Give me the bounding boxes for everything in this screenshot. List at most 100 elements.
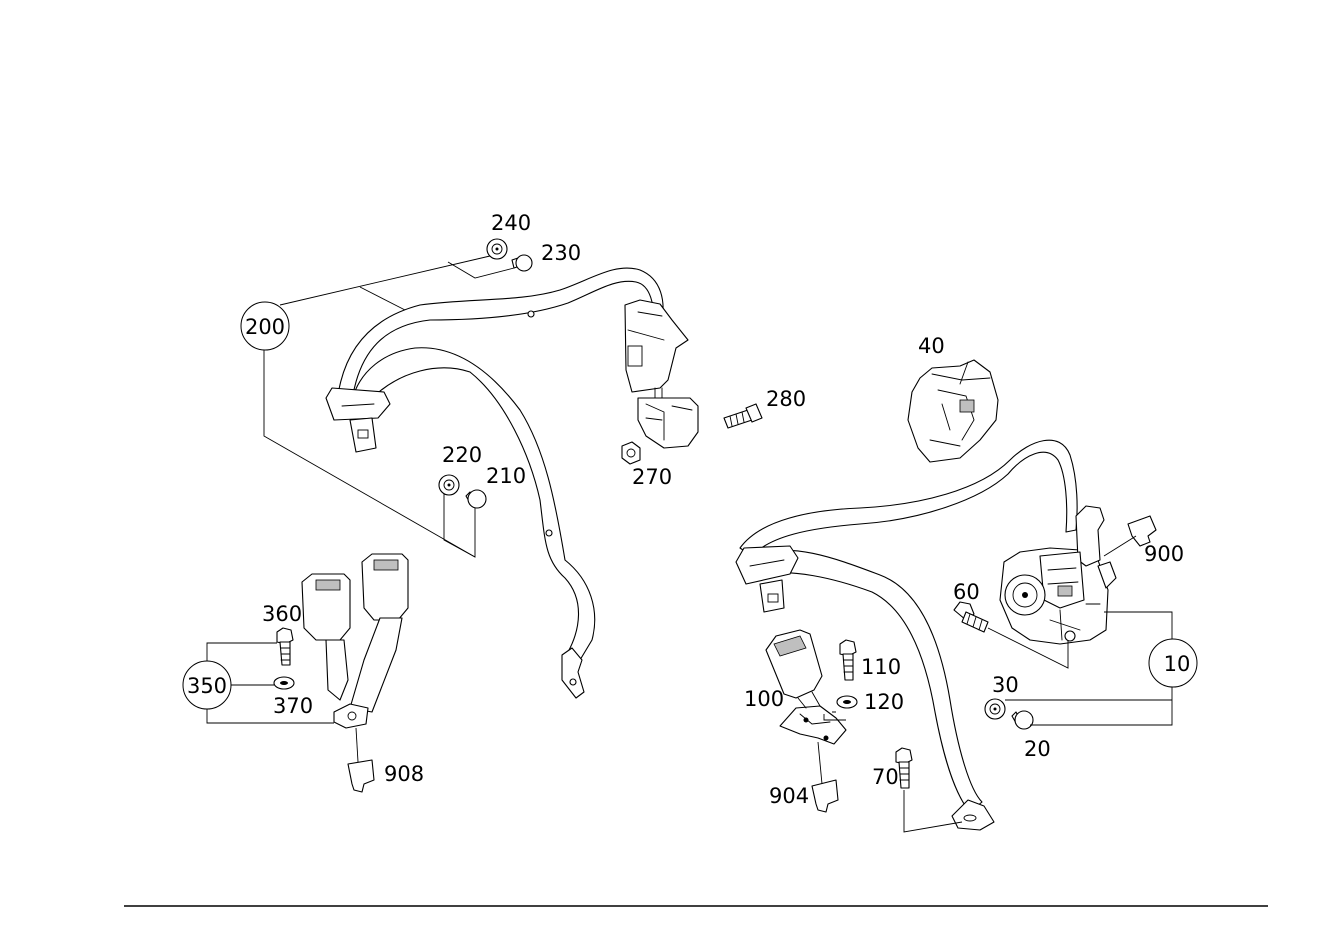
washer-inner — [989, 703, 1001, 715]
washer-240 — [486, 238, 508, 260]
cap-head — [1014, 710, 1034, 730]
buckle-latch-right — [361, 553, 409, 621]
anchor-hole — [963, 814, 977, 822]
bolt-60 — [953, 601, 989, 633]
washer-370 — [273, 676, 295, 690]
callout-230: 230 — [541, 241, 581, 265]
cover-window — [959, 399, 975, 413]
bolt-head — [745, 403, 763, 423]
bolt-110 — [839, 639, 857, 681]
washer-center — [993, 707, 997, 711]
leader-line — [1104, 611, 1173, 640]
washer-center — [447, 483, 451, 487]
leader-line — [1030, 686, 1173, 726]
callout-60: 60 — [953, 580, 980, 604]
callout-270: 270 — [632, 465, 672, 489]
bolt-thread — [280, 647, 291, 661]
callout-40: 40 — [918, 334, 945, 358]
callout-360: 360 — [262, 602, 302, 626]
nut-body — [621, 441, 641, 465]
callout-210: 210 — [486, 464, 526, 488]
cap-230 — [511, 254, 533, 272]
leader-line — [987, 627, 1069, 669]
leaders-350 — [206, 642, 334, 724]
leader-line — [903, 790, 963, 833]
connector-body — [811, 779, 839, 813]
callout-10: 10 — [1164, 652, 1191, 676]
bolt-thread — [729, 411, 745, 427]
bolt-thread — [843, 659, 854, 673]
nut-hole — [626, 448, 636, 458]
belt-guide-hole — [767, 593, 779, 603]
double-buckle-assembly — [301, 553, 409, 729]
anchor-hole — [569, 678, 577, 686]
callout-370: 370 — [273, 694, 313, 718]
retractor-detail — [627, 311, 665, 341]
nut-270 — [621, 441, 641, 465]
leader-line — [823, 711, 846, 721]
leader-line — [443, 494, 476, 558]
bolt-head — [276, 627, 294, 645]
cap-head — [467, 489, 487, 509]
buckle-slot-right — [373, 559, 399, 571]
leader-line — [279, 255, 491, 306]
washer-hole — [843, 700, 851, 704]
cap-head — [515, 254, 533, 272]
leader-line — [206, 706, 334, 724]
cap-20 — [1011, 710, 1034, 730]
washer-120 — [836, 695, 858, 709]
callout-30: 30 — [992, 673, 1019, 697]
connector-900 — [1103, 515, 1157, 557]
retractor-clip — [1097, 561, 1117, 589]
callout-900: 900 — [1144, 542, 1184, 566]
callout-70: 70 — [872, 765, 899, 789]
retractor-spool — [637, 397, 699, 449]
belt-guide-slot — [749, 559, 785, 567]
bolt-shank — [898, 761, 910, 789]
callout-350: 350 — [187, 674, 227, 698]
front-belt-strap — [735, 439, 1078, 831]
retractor-label — [627, 345, 643, 367]
bolt-thread — [966, 613, 983, 631]
belt-guide-tab-right — [759, 579, 785, 613]
callout-280: 280 — [766, 387, 806, 411]
retractor-label — [1057, 585, 1073, 597]
bracket-hole — [347, 711, 357, 721]
retractor-10 — [999, 505, 1117, 645]
cover-body — [907, 359, 999, 463]
strap-eyelet — [545, 529, 553, 537]
bolt-head — [839, 639, 857, 657]
callout-bubble-10 — [1148, 638, 1198, 688]
belt-strap-upper-right — [739, 439, 1078, 557]
washer-inner — [491, 243, 503, 255]
washer-220 — [438, 474, 460, 496]
leader-line — [355, 727, 359, 763]
retractor-detail — [1047, 567, 1101, 641]
callout-bubble-200 — [240, 301, 290, 351]
callout-908: 908 — [384, 762, 424, 786]
bolt-shank — [961, 611, 989, 633]
callout-200: 200 — [245, 315, 285, 339]
leader-line — [447, 261, 515, 279]
belt-guide — [325, 387, 391, 421]
buckle-100 — [765, 629, 847, 745]
leader-line — [206, 642, 277, 664]
belt-guide-hole — [357, 429, 369, 439]
buckle-slot-left — [315, 579, 341, 591]
belt-guide-right — [735, 545, 799, 585]
leader-line — [359, 286, 406, 311]
reel-inner — [1012, 582, 1038, 608]
callout-20: 20 — [1024, 737, 1051, 761]
buckle-bracket-100 — [779, 705, 847, 745]
buckle-slot-100 — [773, 635, 807, 657]
rear-belt-assembly-200 — [325, 267, 699, 699]
reel-hub — [1022, 592, 1028, 598]
buckle-strap-left — [325, 639, 349, 701]
buckle-latch-left — [301, 573, 351, 641]
belt-guide-tab — [349, 417, 377, 453]
bolt-head — [895, 747, 913, 765]
retractor-side-plate — [1039, 551, 1085, 609]
anchor-plate — [561, 647, 585, 699]
leader-line — [1103, 535, 1137, 557]
